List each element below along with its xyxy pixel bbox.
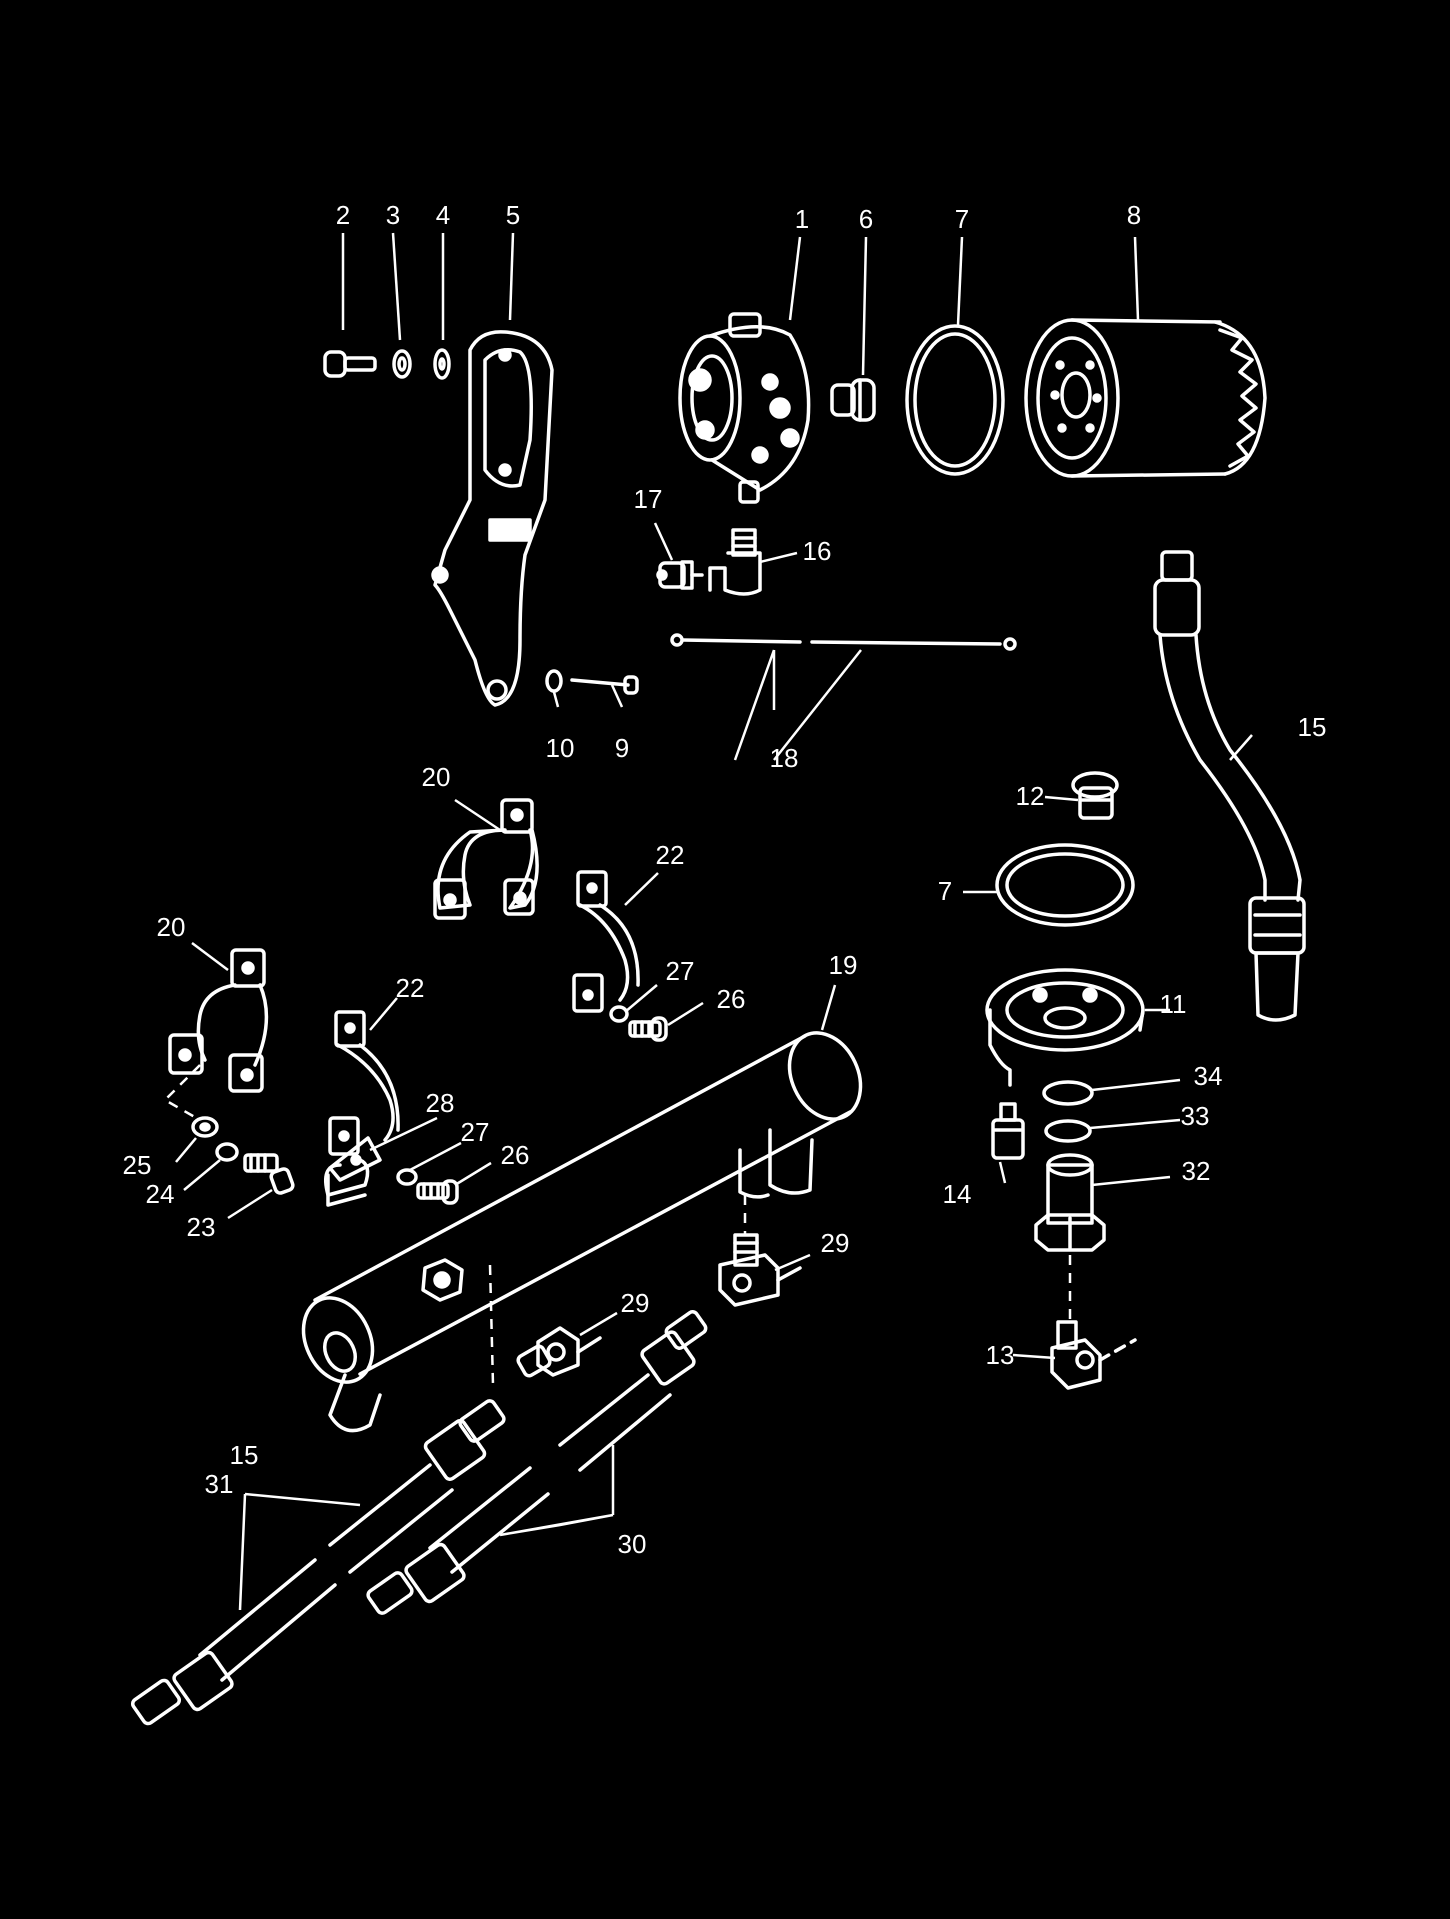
fitting-part-6 <box>830 378 876 422</box>
washer-part-3 <box>392 349 412 379</box>
callout-10: 10 <box>546 733 575 763</box>
oil-filter-part-8 <box>1024 318 1267 478</box>
washer-part-27-top <box>609 1005 629 1023</box>
callout-32: 32 <box>1182 1156 1211 1186</box>
hose-part-31 <box>130 1399 506 1726</box>
callout-1: 1 <box>795 204 809 234</box>
sender-part-17 <box>656 560 704 590</box>
leader-lines <box>175 232 1253 1611</box>
callout-12: 12 <box>1016 781 1045 811</box>
callout-29-left: 29 <box>621 1288 650 1318</box>
callout-13: 13 <box>986 1340 1015 1370</box>
callout-20-top: 20 <box>422 762 451 792</box>
callout-29-right: 29 <box>821 1228 850 1258</box>
callout-17: 17 <box>634 484 663 514</box>
o-ring-part-33 <box>1044 1119 1092 1143</box>
elbow-part-29-right <box>718 1233 802 1307</box>
callout-24: 24 <box>146 1179 175 1209</box>
clamp-part-20-left <box>168 948 269 1093</box>
callout-19: 19 <box>829 950 858 980</box>
callout-20-left: 20 <box>157 912 186 942</box>
o-ring-part-34 <box>1042 1080 1094 1106</box>
elbow-part-29-left <box>516 1326 602 1378</box>
dash-line-19 <box>488 1264 495 1386</box>
hose-part-15-right <box>1153 550 1306 1022</box>
sender-part-14 <box>991 1102 1025 1160</box>
callout-23: 23 <box>187 1212 216 1242</box>
callout-5: 5 <box>506 200 520 230</box>
bracket-part-5 <box>431 330 554 707</box>
callout-8: 8 <box>1127 200 1141 230</box>
clamp-part-22-mid <box>328 1010 400 1156</box>
clamp-part-22-top <box>572 870 640 1013</box>
callout-15-right: 15 <box>1298 712 1327 742</box>
callout-3: 3 <box>386 200 400 230</box>
clamp-part-20-top <box>433 798 539 920</box>
bolt-part-26-top <box>628 1016 668 1042</box>
bolt-part-26-mid <box>416 1179 459 1205</box>
callout-27-mid: 27 <box>461 1117 490 1147</box>
callout-33: 33 <box>1181 1101 1210 1131</box>
callout-7-top: 7 <box>955 204 969 234</box>
callout-11: 11 <box>1160 989 1187 1019</box>
callout-14: 14 <box>943 1179 972 1209</box>
callout-27-top: 27 <box>666 956 695 986</box>
washer-part-25 <box>191 1116 219 1138</box>
callout-15-left: 15 <box>230 1440 259 1470</box>
washer-part-27-mid <box>396 1168 418 1186</box>
callout-4: 4 <box>436 200 450 230</box>
callout-28: 28 <box>426 1088 455 1118</box>
o-ring-part-7-top <box>905 324 1005 476</box>
callout-6: 6 <box>859 204 873 234</box>
callout-7-mid: 7 <box>938 876 952 906</box>
callout-26-mid: 26 <box>501 1140 530 1170</box>
hose-part-30 <box>366 1310 708 1615</box>
bolt-part-2 <box>323 350 377 378</box>
callout-22-mid: 22 <box>396 973 425 1003</box>
dash-line-20-left <box>162 1064 201 1122</box>
fitting-part-32 <box>1034 1153 1106 1252</box>
callout-25: 25 <box>123 1150 152 1180</box>
callout-9: 9 <box>615 733 629 763</box>
washer-part-4 <box>433 348 451 380</box>
callout-2: 2 <box>336 200 350 230</box>
washer-part-10 <box>545 669 563 693</box>
clamp-part-28 <box>324 1136 382 1207</box>
filter-adapter-part-1 <box>678 312 811 504</box>
bolt-part-9 <box>570 675 639 695</box>
adapter-base-part-11 <box>985 968 1145 1087</box>
oil-cooler-part-19 <box>301 1031 863 1433</box>
callout-34: 34 <box>1194 1061 1223 1091</box>
wire-part-18 <box>670 633 1017 651</box>
callout-26-top: 26 <box>717 984 746 1014</box>
callout-31: 31 <box>205 1469 234 1499</box>
washer-part-24 <box>215 1142 239 1162</box>
plug-part-12 <box>1071 771 1119 820</box>
callout-16: 16 <box>803 536 832 566</box>
elbow-part-16 <box>708 528 762 596</box>
o-ring-part-7-mid <box>995 843 1135 927</box>
callout-labels: 2 3 4 5 1 6 7 8 17 16 10 9 18 15 12 7 11… <box>123 200 1327 1559</box>
tee-fitting-part-13 <box>1050 1320 1137 1390</box>
bolt-part-23 <box>243 1153 295 1195</box>
callout-22-top: 22 <box>656 840 685 870</box>
callout-18: 18 <box>770 743 799 773</box>
callout-30: 30 <box>618 1529 647 1559</box>
